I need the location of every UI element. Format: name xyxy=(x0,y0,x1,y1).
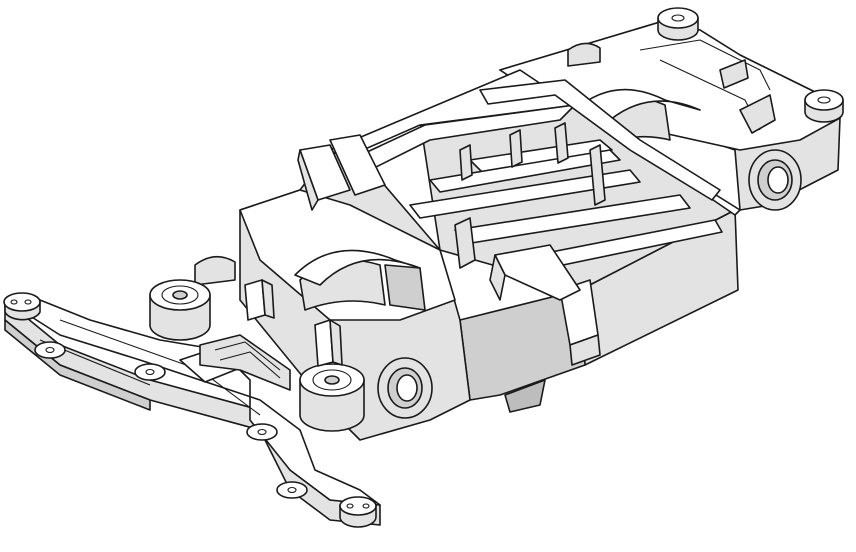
bumper-tab-mid-left xyxy=(34,341,66,359)
front-arch xyxy=(294,249,426,311)
front-axle-bearing xyxy=(377,357,433,419)
front-lower-slot xyxy=(199,334,291,391)
rear-small-bump xyxy=(567,42,601,67)
battery-box-clip xyxy=(559,279,601,366)
front-right-boss xyxy=(299,363,365,432)
front-post-left xyxy=(244,279,275,321)
bumper-tab-right xyxy=(339,496,377,528)
bumper-tab-left xyxy=(3,292,41,321)
front-small-bump xyxy=(194,255,236,286)
front-post-right xyxy=(314,319,343,367)
bumper-tab-mid xyxy=(134,363,166,381)
bumper-tab-front xyxy=(246,423,278,441)
bumper-tab-lower xyxy=(276,481,308,499)
rear-axle-bearing xyxy=(748,149,802,211)
battery-box xyxy=(329,69,741,413)
rear-left-boss xyxy=(657,7,699,41)
front-left-boss xyxy=(149,279,211,341)
rear-right-boss xyxy=(804,89,844,123)
